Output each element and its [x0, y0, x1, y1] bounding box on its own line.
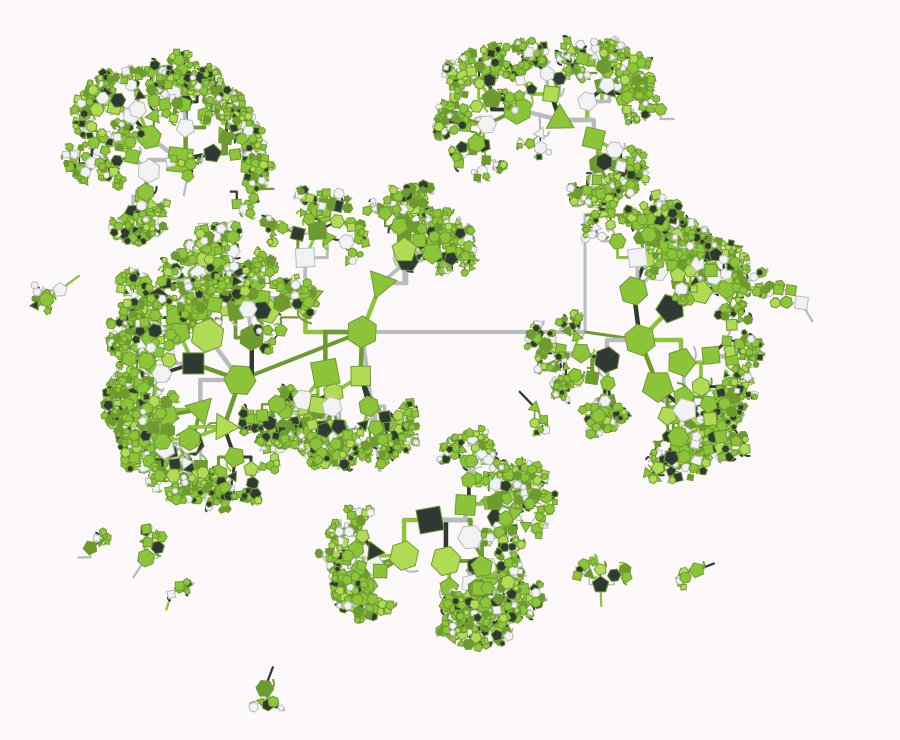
bond-line: [238, 330, 364, 382]
